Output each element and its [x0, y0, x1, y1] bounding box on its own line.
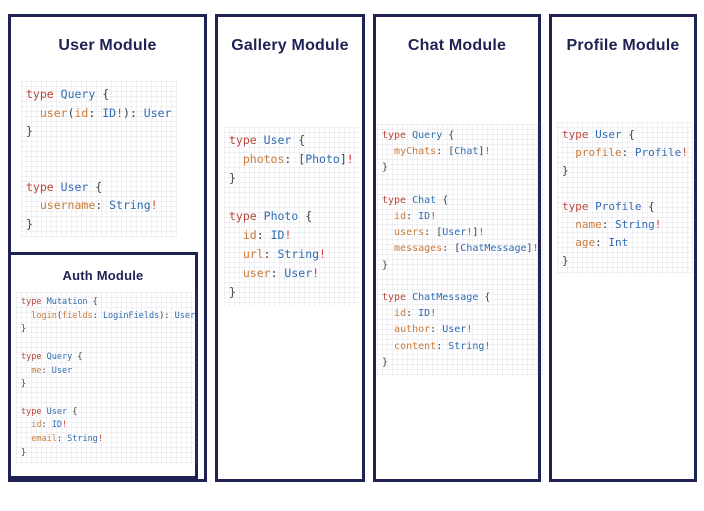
user-module-title: User Module [58, 37, 157, 54]
profile-module-panel: Profile Module type User { profile: Prof… [549, 14, 697, 482]
auth-module-code: type Mutation { login(fields: LoginField… [16, 292, 198, 464]
user-module-panel: User Module type Query { user(id: ID!): … [8, 14, 207, 482]
auth-module-title: Auth Module [62, 268, 144, 283]
gallery-module-title: Gallery Module [231, 37, 349, 54]
profile-module-title: Profile Module [566, 37, 680, 54]
chat-module-code: type Query { myChats: [Chat]!} type Chat… [377, 124, 544, 375]
profile-module-code: type User { profile: Profile!} type Prof… [557, 122, 693, 274]
gallery-module-panel: Gallery Module type User { photos: [Phot… [215, 14, 365, 482]
gallery-module-code: type User { photos: [Photo]!} type Photo… [224, 127, 359, 306]
user-module-code: type Query { user(id: ID!): User} type U… [21, 81, 177, 237]
auth-module-panel: Auth Module type Mutation { login(fields… [8, 252, 198, 479]
chat-module-panel: Chat Module type Query { myChats: [Chat]… [373, 14, 541, 482]
chat-module-title: Chat Module [407, 37, 507, 54]
